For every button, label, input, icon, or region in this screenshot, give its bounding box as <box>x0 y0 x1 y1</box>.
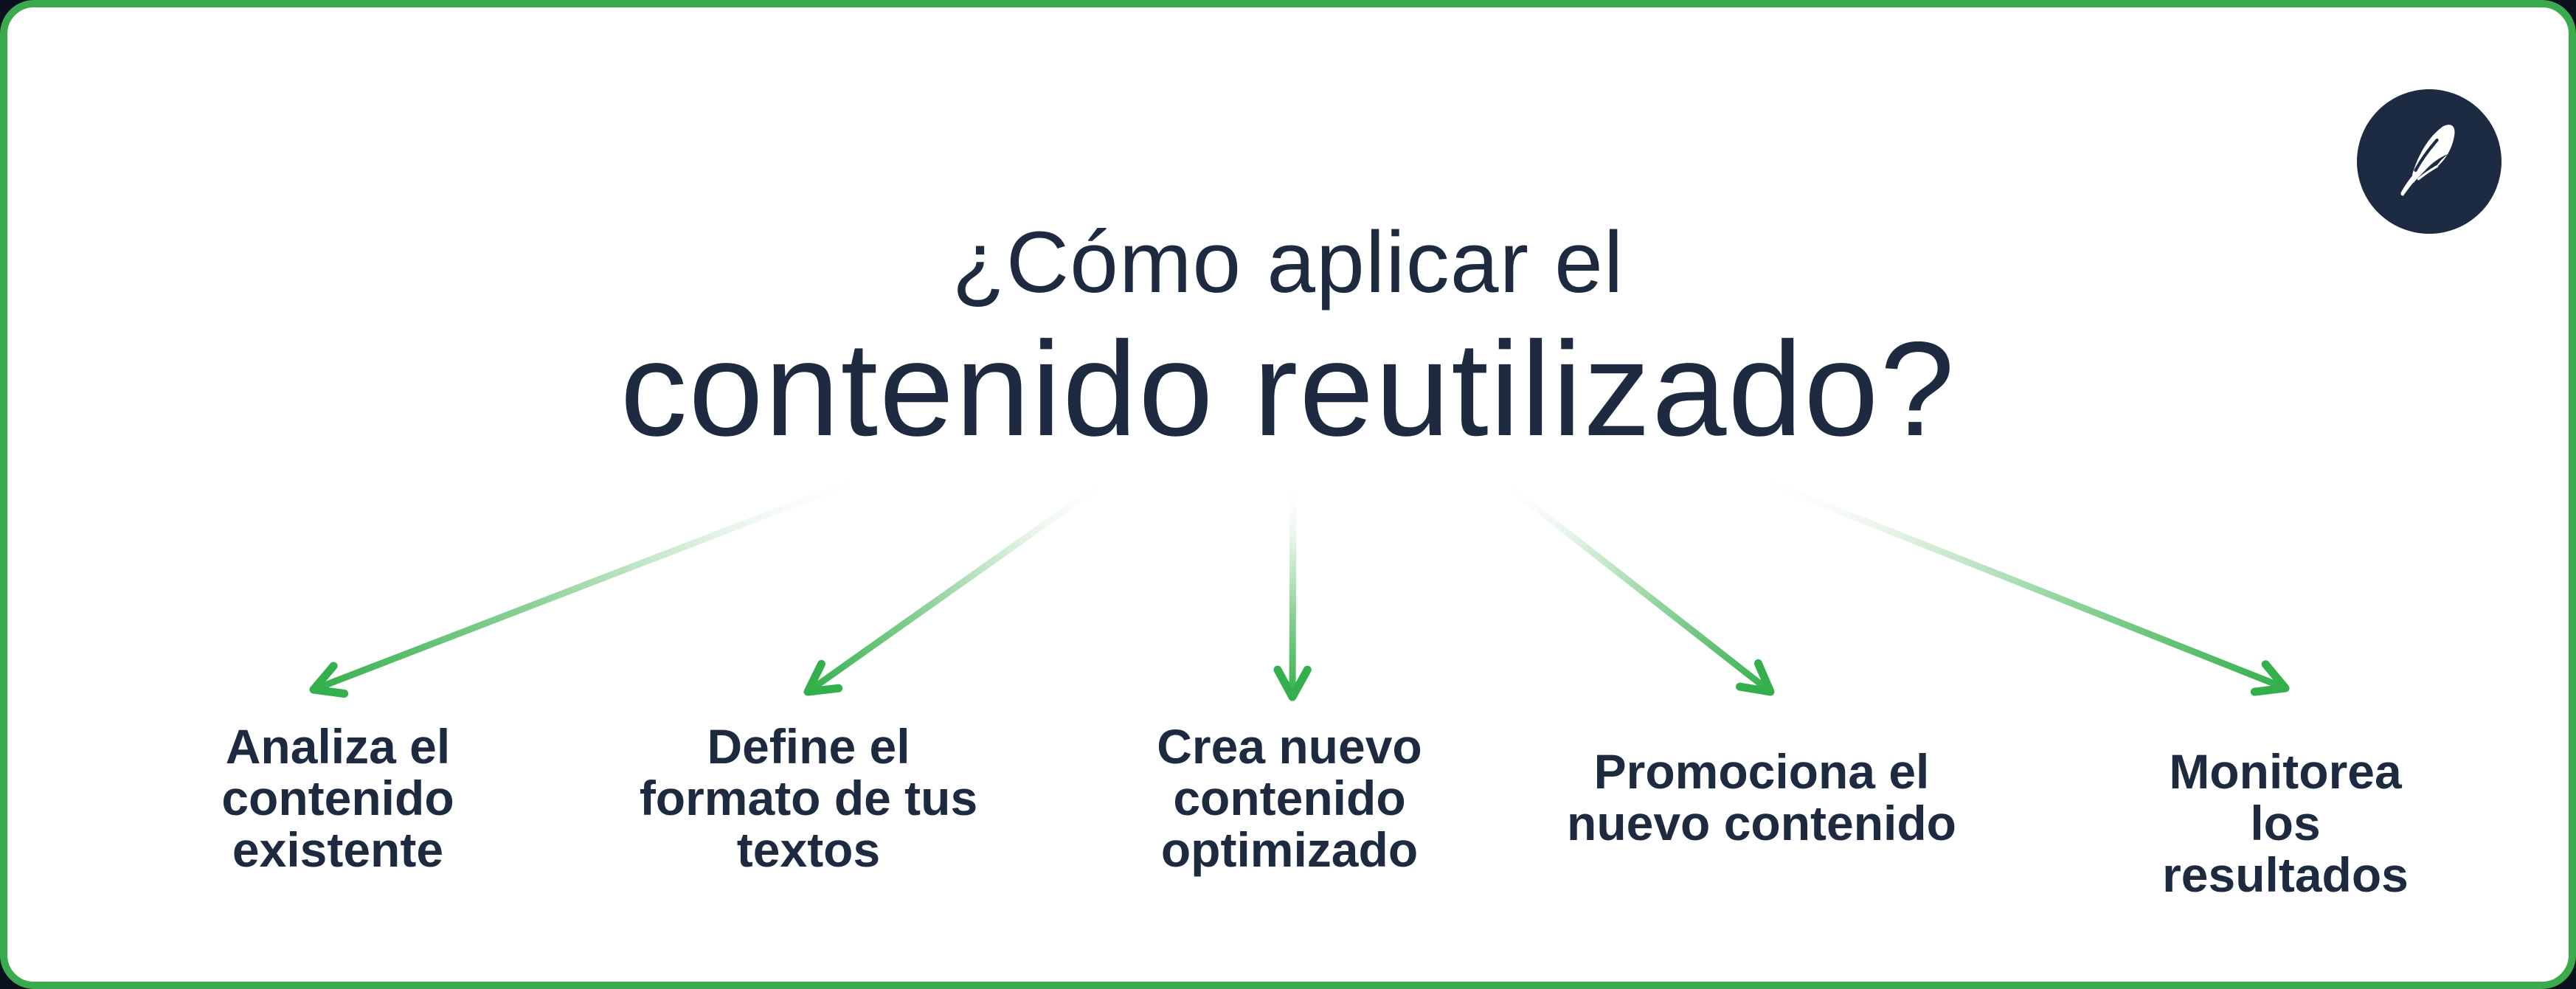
arrow-connector <box>1741 470 2289 692</box>
arrowhead <box>309 662 349 698</box>
arrowhead <box>1736 659 1775 696</box>
title-line-2: contenido reutilizado? <box>620 313 1956 465</box>
arrow-connector <box>804 474 1114 695</box>
step-label: Analiza el contenido existente <box>221 719 454 877</box>
step-label: Define el formato de tus textos <box>639 719 978 877</box>
arrowhead <box>1273 665 1312 701</box>
step-label: Monitorea los resultados <box>2162 744 2409 902</box>
quill-feather-icon <box>2400 125 2455 196</box>
arrow-connector <box>310 470 878 693</box>
arrowhead <box>803 659 843 696</box>
title-line-1: ¿Cómo aplicar el <box>952 214 1624 311</box>
brand-logo-badge <box>2357 89 2501 234</box>
arrow-connector <box>1289 477 1297 701</box>
step-label: Promociona el nuevo contenido <box>1567 744 1956 850</box>
arrow-connector <box>1494 474 1774 695</box>
page-title: ¿Cómo aplicar el contenido reutilizado? <box>7 209 2569 465</box>
step-label: Crea nuevo contenido optimizado <box>1157 719 1422 877</box>
arrowhead <box>2250 660 2290 696</box>
